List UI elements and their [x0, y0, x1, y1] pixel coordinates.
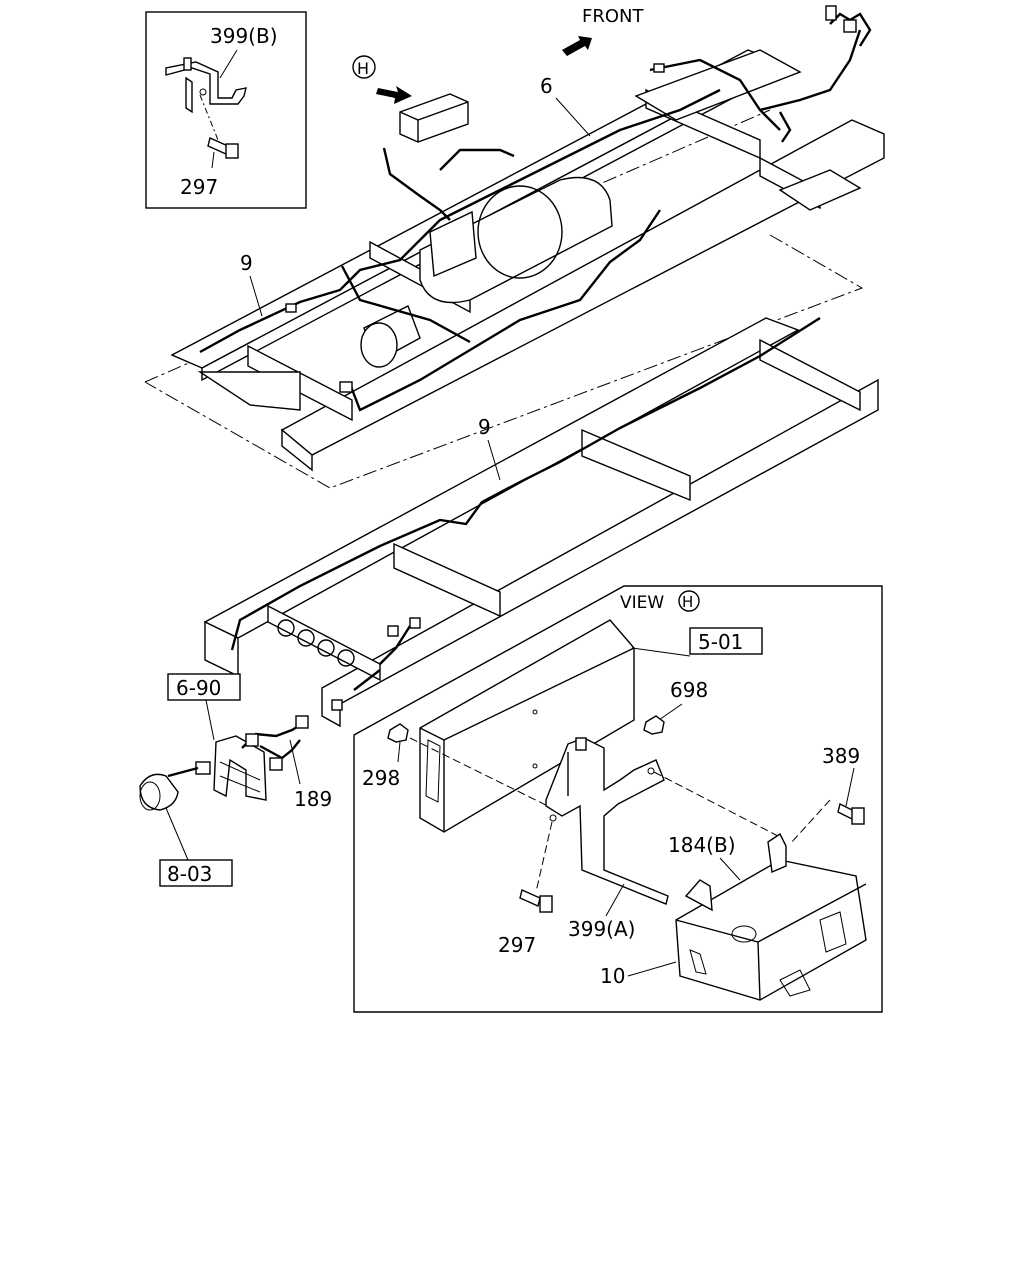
front-label: FRONT: [582, 6, 644, 27]
inset-detail-box: 399(B) 297: [145, 11, 307, 209]
ref-6-90-label: 6-90: [176, 676, 221, 700]
nut-298-label: 298: [362, 766, 400, 790]
harness-6-label: 6: [540, 74, 553, 98]
bolt-389-label: 389: [822, 744, 860, 768]
view-direction-arrow-icon: [376, 86, 412, 104]
ref-8-03-label: 8-03: [167, 862, 212, 886]
harness-9-lower-callout: 9: [478, 415, 501, 481]
harness-9-upper-label: 9: [240, 251, 253, 275]
upper-frame-assembly: [144, 49, 885, 489]
harness-6-callout: 6: [540, 74, 591, 137]
lower-harness-wires: [230, 316, 821, 711]
bracket-399a-label: 399(A): [568, 917, 635, 941]
nut-698-label: 698: [670, 678, 708, 702]
fuse-box-10-label: 10: [600, 964, 625, 988]
bolt-297-label: 297: [498, 933, 536, 957]
harness-189-label: 189: [294, 787, 332, 811]
bracket-184b-label: 184(B): [668, 833, 736, 857]
upper-harness-wires: [199, 5, 872, 412]
view-h-detail-box: VIEW H 5-01 698 298 389: [353, 585, 883, 1013]
harness-9-upper-callout: 9: [240, 251, 263, 317]
inset-bolt-label: 297: [180, 175, 218, 199]
view-h-title: VIEW: [620, 593, 664, 613]
ref-box-5-01: [689, 627, 763, 655]
front-arrow-icon: [562, 36, 592, 56]
front-direction-indicator: FRONT: [562, 6, 644, 56]
ref-5-01-label: 5-01: [698, 630, 743, 654]
harness-9-lower-label: 9: [478, 415, 491, 439]
view-h-marker-letter: H: [357, 59, 369, 78]
view-h-title-marker: H: [682, 593, 693, 611]
sensor-bracket-assembly: 6-90 189 8-03: [139, 673, 332, 887]
view-h-marker: H: [352, 55, 412, 104]
inset-part-label: 399(B): [210, 24, 278, 48]
ref-box-6-90: [167, 673, 241, 701]
ref-box-8-03: [159, 859, 233, 887]
